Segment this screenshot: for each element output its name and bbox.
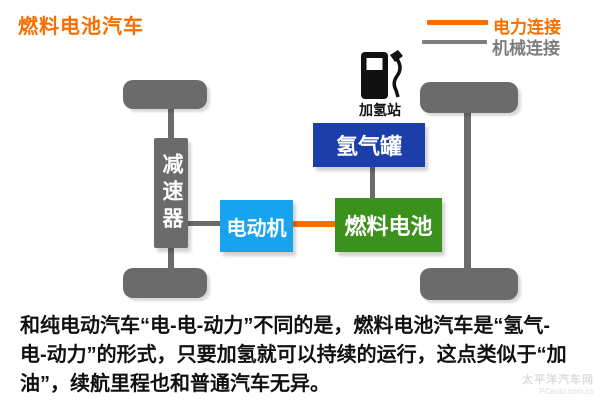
- mechanical-link-tank-fuelcell: [370, 165, 375, 200]
- page-title: 燃料电池汽车: [18, 16, 144, 38]
- reducer-box: 减速器: [154, 138, 188, 248]
- fuel-cell-box: 燃料电池: [335, 198, 442, 252]
- description-line-2: 电-动力”的形式，只要加氢就可以持续的运行，这点类似于“加: [20, 344, 567, 366]
- legend-mechanical-label: 机械连接: [492, 39, 560, 58]
- legend-mechanical-line-swatch: [422, 40, 487, 44]
- legend-electric-label: 电力连接: [493, 18, 561, 37]
- legend-electric-line-swatch: [427, 20, 488, 25]
- description-paragraph: 和纯电动汽车“电-电-动力”不同的是，燃料电池汽车是“氢气- 电-动力”的形式，…: [20, 312, 586, 399]
- description-line-3: 油”，续航里程也和普通汽车无异。: [20, 373, 330, 395]
- rear-left-wheel: [420, 82, 518, 113]
- front-left-wheel: [123, 80, 207, 109]
- rear-right-wheel: [420, 268, 518, 300]
- watermark-site-name: 太平洋汽车网: [522, 374, 594, 386]
- hydrogen-station-label: 加氢站: [359, 102, 401, 118]
- fuel-pump-icon: [360, 48, 404, 100]
- front-right-wheel: [123, 268, 207, 298]
- mechanical-link-reducer-motor: [186, 221, 222, 226]
- electric-link-motor-fuelcell: [292, 221, 336, 227]
- description-line-1: 和纯电动汽车“电-电-动力”不同的是，燃料电池汽车是“氢气-: [20, 315, 550, 337]
- rear-axle-shaft: [464, 110, 471, 272]
- hydrogen-tank-box: 氢气罐: [313, 123, 425, 167]
- motor-box: 电动机: [220, 200, 293, 252]
- watermark-site-url: PCauto.com.cn: [539, 387, 594, 396]
- watermark: 太平洋汽车网 PCauto.com.cn: [522, 371, 594, 396]
